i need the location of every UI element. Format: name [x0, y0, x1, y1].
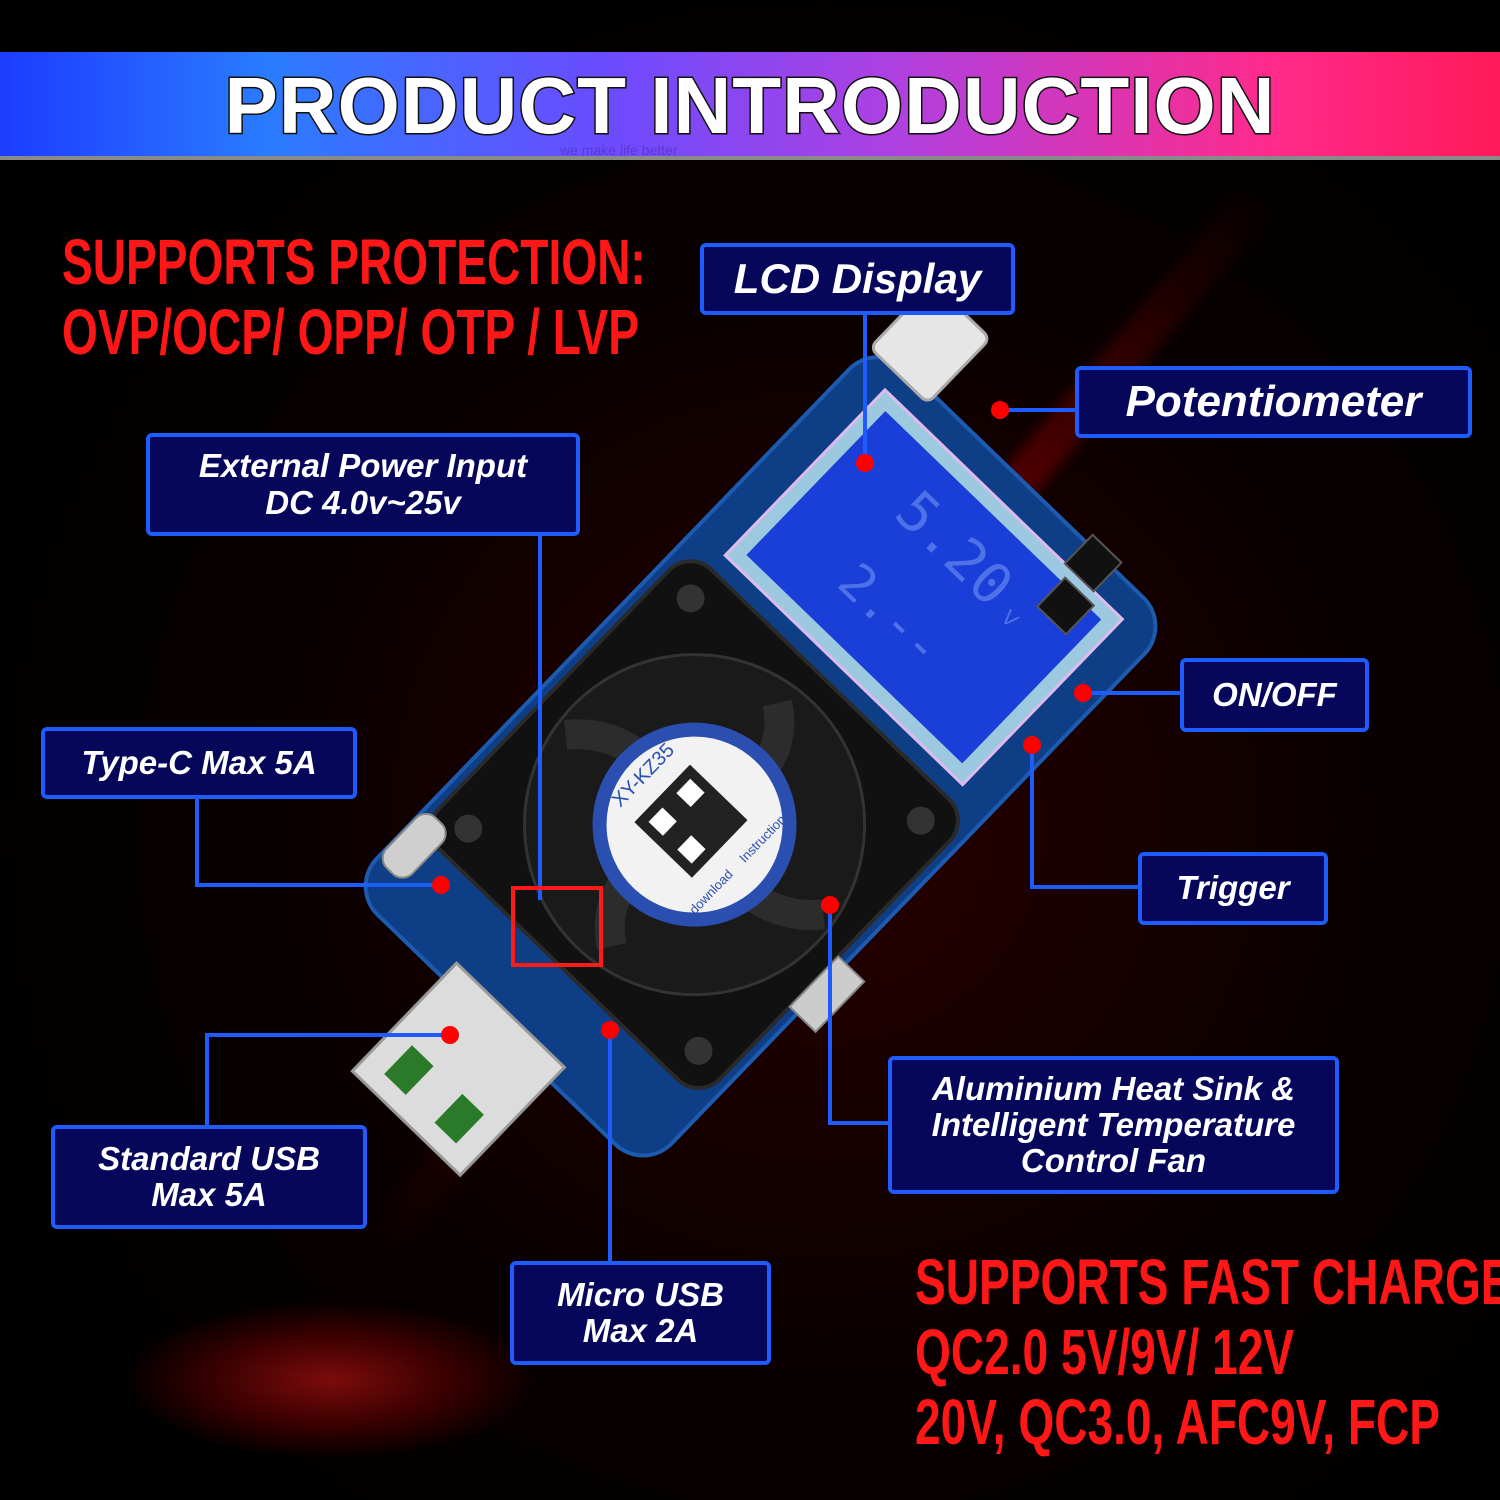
trigger-button: [1035, 576, 1096, 636]
protection-heading: SUPPORTS PROTECTION:: [62, 226, 646, 298]
usb-a-plug: [350, 961, 567, 1178]
callout-heat-sink-fan: Aluminium Heat Sink & Intelligent Temper…: [888, 1056, 1339, 1194]
callout-text: Micro USB: [557, 1275, 724, 1313]
protection-list: OVP/OCP/ OPP/ OTP / LVP: [62, 296, 639, 368]
marker-dot: [821, 896, 839, 914]
standard-usb-connector-line: [205, 1033, 450, 1125]
marker-dot: [1074, 684, 1092, 702]
marker-dot: [441, 1026, 459, 1044]
callout-standard-usb: Standard USB Max 5A: [51, 1125, 367, 1229]
fast-charge-heading: SUPPORTS FAST CHARGE:: [915, 1246, 1500, 1318]
micro-usb-port: [788, 955, 866, 1034]
marker-dot: [432, 876, 450, 894]
marker-dot: [856, 454, 874, 472]
callout-text: DC 4.0v~25v: [265, 483, 461, 521]
red-glow: [120, 1300, 540, 1460]
callout-text: Aluminium Heat Sink &: [931, 1069, 1296, 1107]
banner-subtitle: we make life better: [560, 142, 678, 158]
fast-charge-line-3: 20V, QC3.0, AFC9V, FCP: [915, 1386, 1441, 1458]
callout-text: Control Fan: [1020, 1142, 1207, 1180]
type-c-connector-line: [195, 798, 441, 887]
heat-sink-connector-line: [828, 905, 888, 1125]
callout-text: ON/OFF: [1212, 675, 1337, 713]
callout-text: Intelligent Temperature: [931, 1105, 1296, 1143]
callout-text: Max 2A: [582, 1312, 699, 1349]
callout-text: Max 5A: [151, 1176, 267, 1213]
callout-text: Standard USB: [98, 1139, 320, 1177]
callout-type-c: Type-C Max 5A: [41, 727, 357, 799]
callout-on-off: ON/OFF: [1180, 658, 1369, 732]
page-title: PRODUCT INTRODUCTION: [223, 60, 1276, 152]
callout-external-power-input: External Power Input DC 4.0v~25v: [146, 433, 580, 536]
type-c-port: [381, 812, 447, 879]
callout-text: LCD Display: [733, 254, 982, 302]
power-input-highlight-box: [511, 886, 603, 967]
on-off-button: [1063, 533, 1123, 593]
callout-micro-usb: Micro USB Max 2A: [510, 1261, 771, 1365]
trigger-connector-line: [1030, 745, 1138, 889]
callout-trigger: Trigger: [1138, 852, 1328, 925]
marker-dot: [991, 401, 1009, 419]
title-banner: [0, 52, 1500, 160]
callout-text: Potentiometer: [1125, 376, 1422, 426]
marker-dot: [601, 1021, 619, 1039]
callout-text: Type-C Max 5A: [81, 743, 317, 781]
fast-charge-line-2: QC2.0 5V/9V/ 12V: [915, 1316, 1295, 1388]
marker-dot: [1023, 736, 1041, 754]
qr-code: [634, 764, 748, 878]
callout-text: External Power Input: [198, 447, 528, 485]
callout-lcd-display: LCD Display: [700, 243, 1015, 315]
callout-text: Trigger: [1176, 869, 1290, 907]
callout-potentiometer: Potentiometer: [1075, 366, 1472, 438]
